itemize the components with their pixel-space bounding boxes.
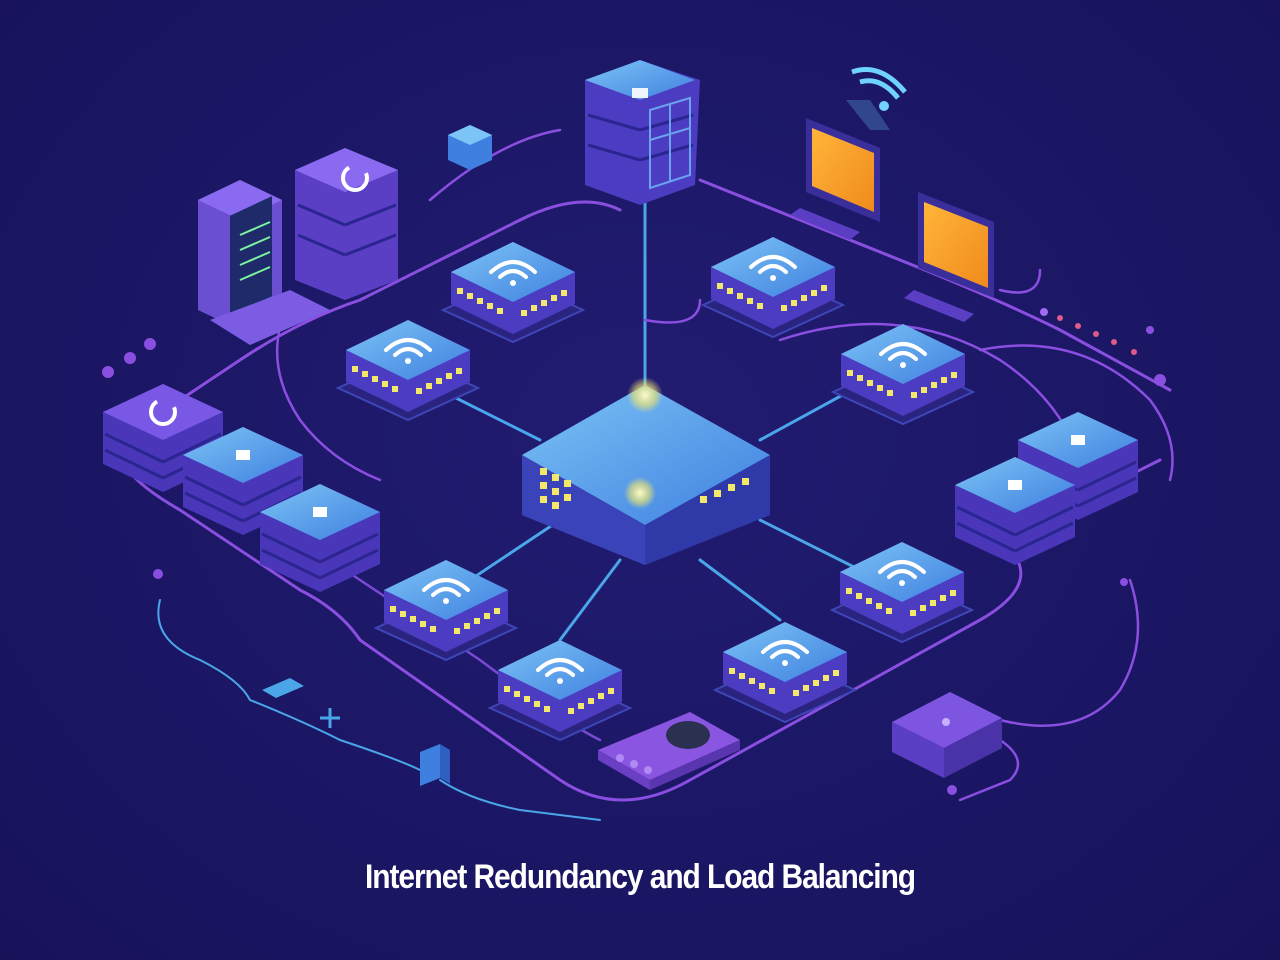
server-tower-1	[198, 180, 330, 345]
cable-outer-bottom	[117, 438, 1162, 802]
storage-stack-group	[103, 384, 1138, 592]
small-bottom-device	[262, 678, 450, 786]
bottom-right-box	[892, 692, 1002, 778]
wifi-node-8	[712, 622, 858, 724]
cable-router-loop	[643, 298, 702, 324]
storage-stack-5	[955, 457, 1075, 565]
wifi-node-6	[829, 542, 975, 644]
wifi-node-7	[487, 640, 633, 742]
storage-icon	[313, 507, 327, 517]
monitor-1	[790, 118, 880, 240]
top-server	[585, 60, 700, 205]
wifi-node-2	[700, 237, 846, 339]
cable-inner-3	[778, 322, 1082, 462]
wifi-icon	[761, 640, 809, 666]
decorative-dots	[102, 308, 1166, 795]
wifi-node-1	[440, 242, 586, 344]
cable-outer-left	[118, 200, 622, 442]
server-tower-2	[295, 148, 398, 300]
cable-cyan-2	[439, 779, 601, 821]
wifi-broadcast-icon	[846, 67, 907, 130]
wifi-icon	[489, 260, 537, 286]
monitor-2	[904, 192, 994, 322]
small-device-cube	[448, 125, 492, 170]
cable-cyan-1	[157, 599, 421, 771]
wifi-icon	[878, 560, 926, 586]
wifi-node-4	[830, 324, 976, 426]
cable-inner-2	[275, 298, 382, 482]
cable-inner-8	[978, 344, 1174, 482]
wifi-icon	[536, 658, 584, 684]
bottom-control-pad	[598, 712, 740, 790]
storage-icon	[236, 450, 250, 460]
wifi-node-3	[335, 320, 481, 422]
diagram-caption: Internet Redundancy and Load Balancing	[364, 858, 916, 896]
cable-router-s	[558, 558, 622, 642]
cable-inner-7	[958, 738, 1020, 802]
central-router-hub	[522, 377, 770, 565]
wifi-icon	[422, 578, 470, 604]
cable-router-se	[698, 558, 782, 622]
cable-inner-4	[428, 128, 562, 202]
storage-icon	[149, 398, 177, 426]
cable-inner-5	[998, 268, 1042, 294]
wifi-icon	[879, 342, 927, 368]
cable-inner-6	[998, 578, 1140, 727]
wifi-node-group	[335, 237, 976, 742]
storage-icon	[1071, 435, 1085, 445]
cable-outer-right	[698, 178, 1172, 392]
wifi-icon	[749, 255, 797, 281]
wifi-node-5	[373, 560, 519, 662]
storage-stack-3	[260, 484, 380, 592]
storage-icon	[1008, 480, 1022, 490]
wifi-icon	[384, 338, 432, 364]
